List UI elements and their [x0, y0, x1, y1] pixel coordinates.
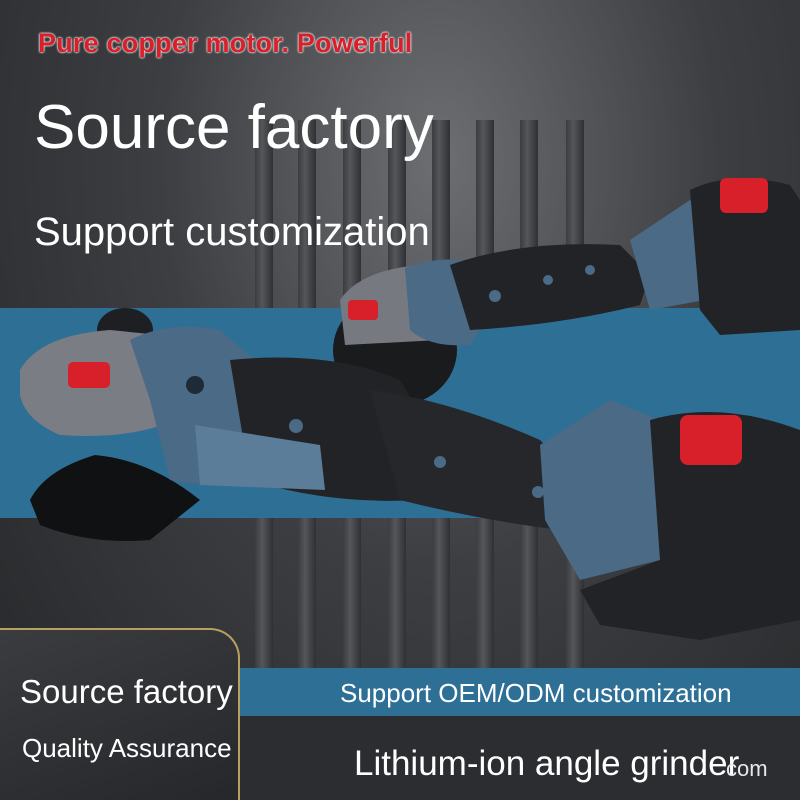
angle-grinder-front — [20, 308, 800, 640]
footer-left-title: Source factory — [20, 673, 233, 710]
headline-title: Source factory — [34, 93, 434, 162]
footer-left-subtitle: Quality Assurance — [22, 733, 232, 763]
footer-product-name: Lithium-ion angle grinder — [354, 744, 740, 783]
footer-suffix: com — [726, 756, 768, 781]
footer-oem-text: Support OEM/ODM customization — [340, 678, 732, 708]
front-battery-release — [680, 415, 742, 465]
back-battery-release — [720, 178, 768, 213]
headline-subtitle: Support customization — [34, 210, 430, 254]
back-trigger-lock — [348, 300, 378, 320]
front-trigger-lock — [68, 362, 110, 388]
footer-corner-panel — [0, 628, 240, 800]
tagline: Pure copper motor. Powerful — [38, 28, 413, 58]
